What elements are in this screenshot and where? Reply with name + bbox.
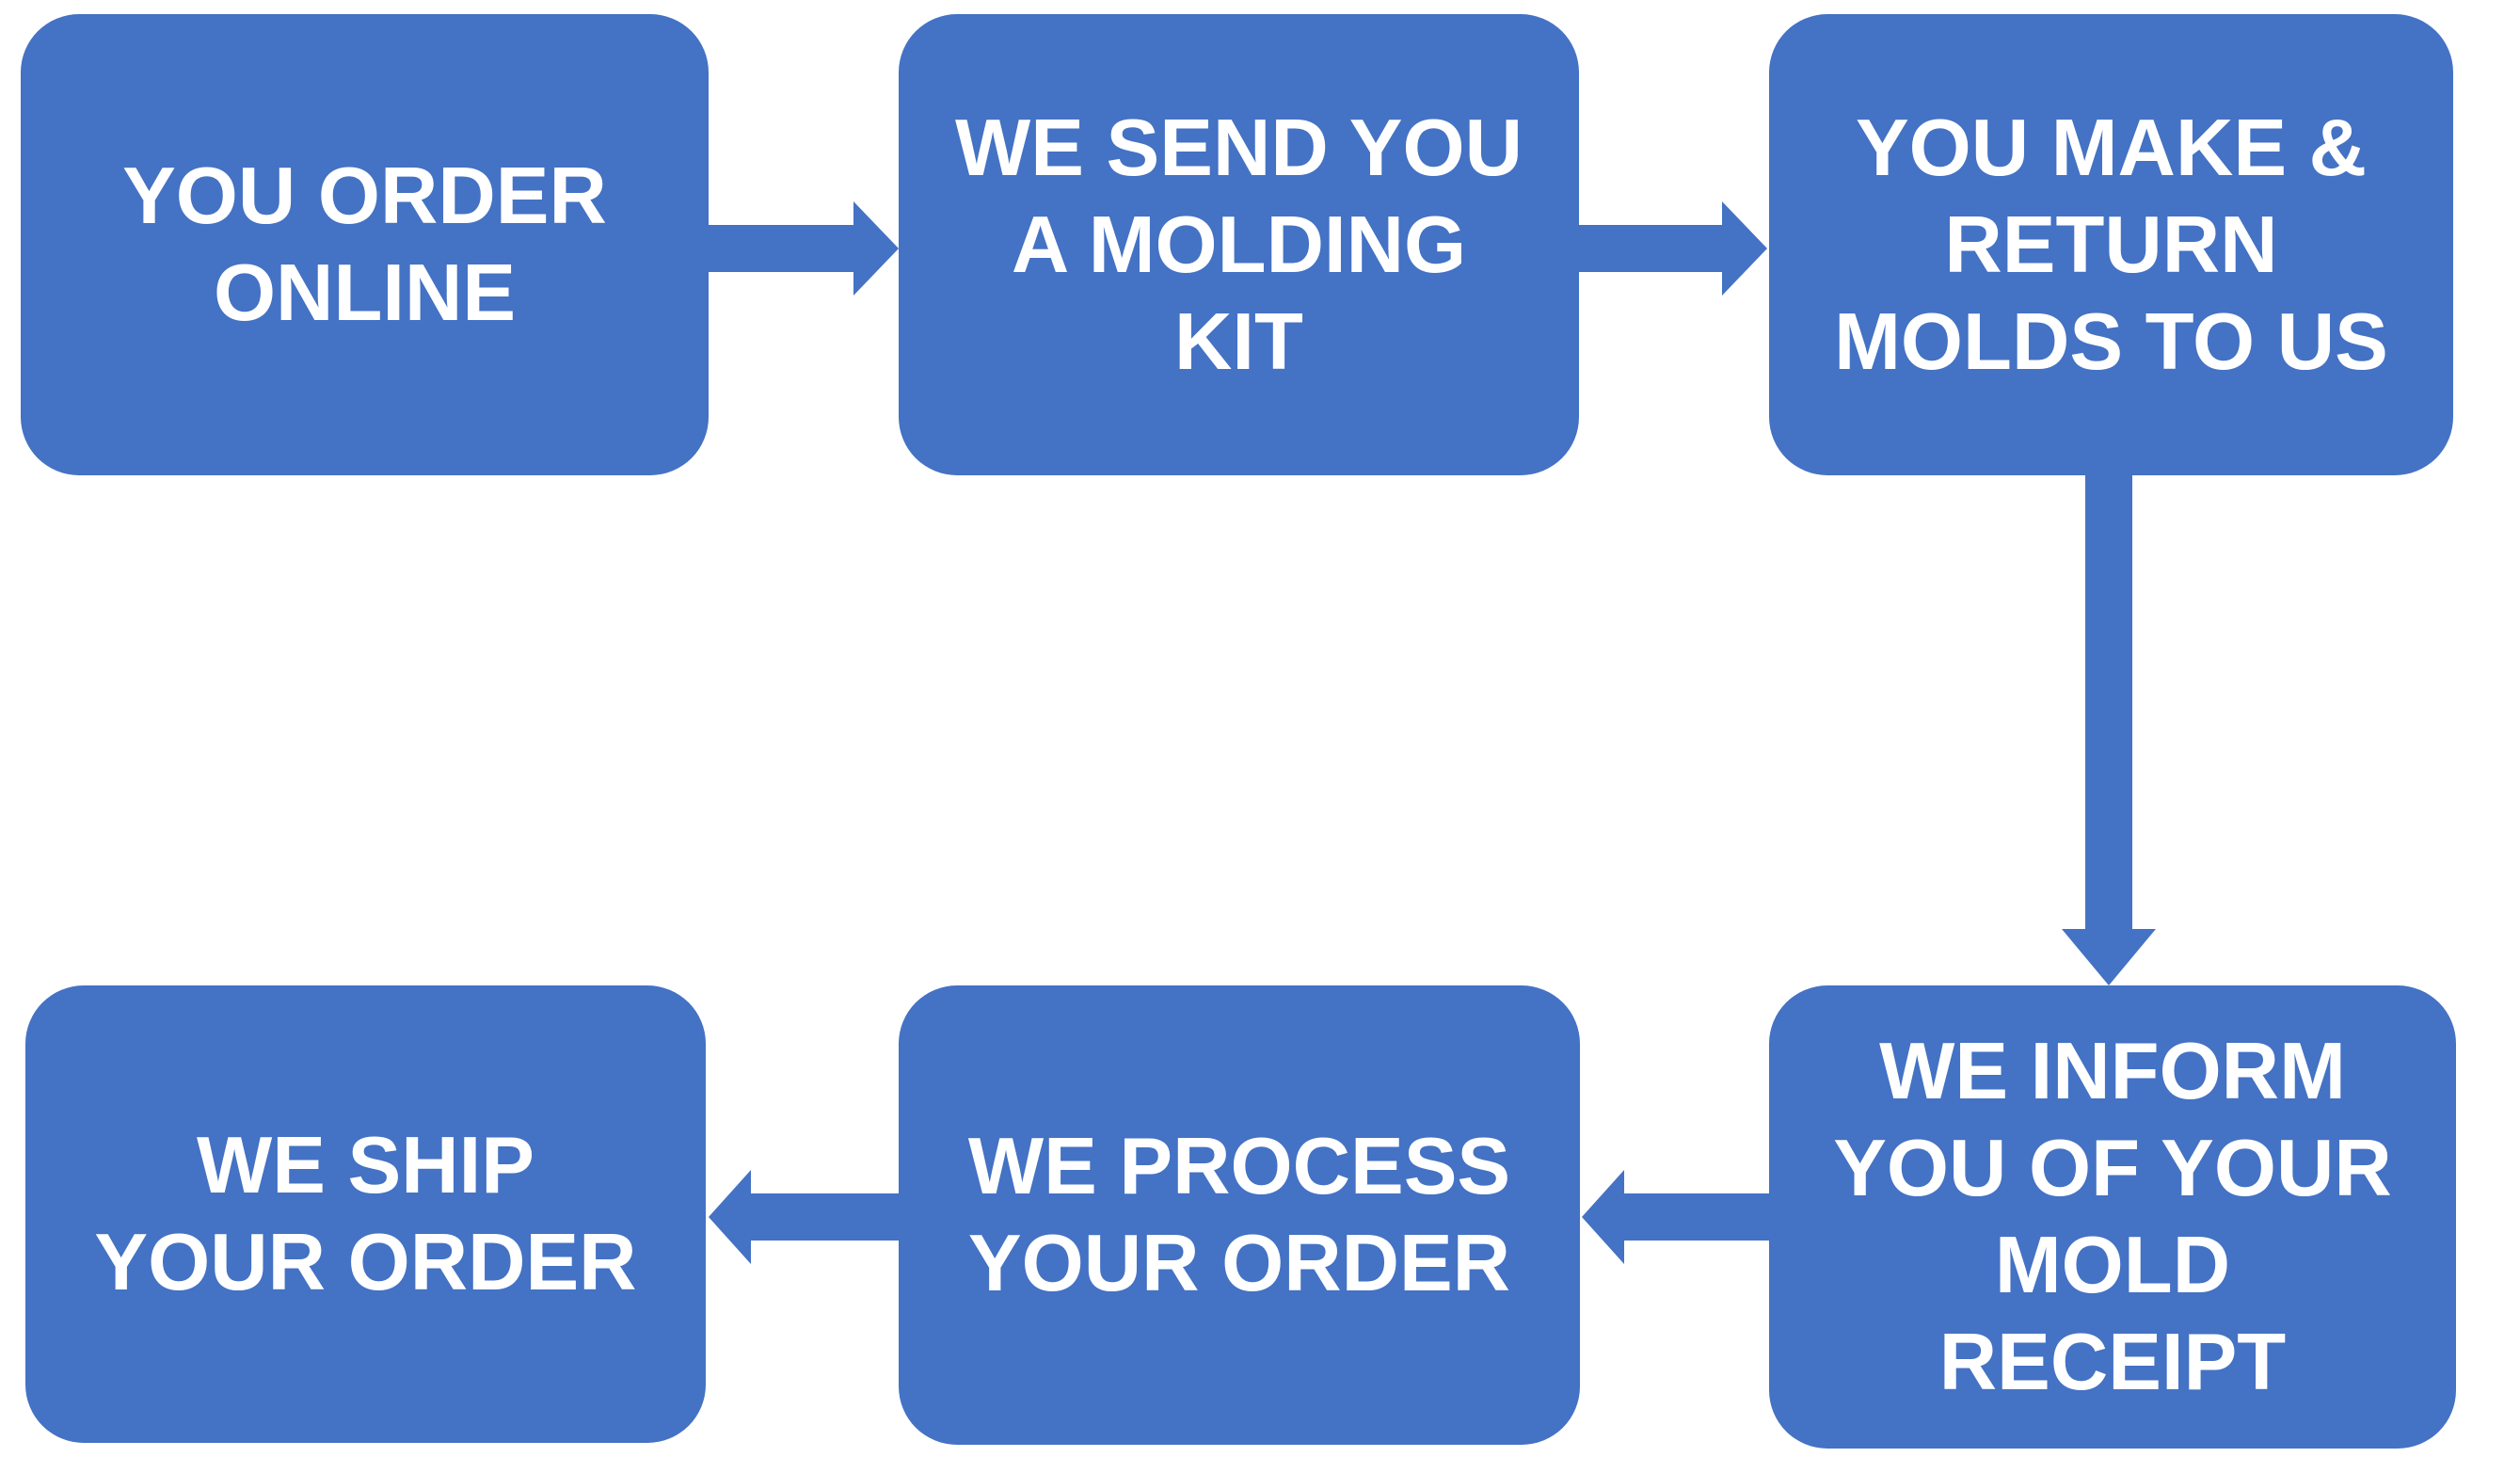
node-we-send-molding-kit: WE SEND YOU A MOLDING KIT (899, 14, 1579, 475)
node-you-make-return-molds: YOU MAKE & RETURN MOLDS TO US (1769, 14, 2453, 475)
arrow-molds-to-receipt (2062, 475, 2156, 985)
arrow-kit-to-molds (1579, 201, 1767, 296)
arrow-receipt-to-process (1582, 1170, 1769, 1264)
node-you-order-online: YOU ORDER ONLINE (21, 14, 709, 475)
arrow-order-to-kit (709, 201, 899, 296)
node-we-inform-mold-receipt: WE INFORM YOU OF YOUR MOLD RECEIPT (1769, 985, 2456, 1449)
arrow-process-to-ship (709, 1170, 899, 1264)
node-we-ship-order: WE SHIP YOUR ORDER (25, 985, 706, 1443)
node-we-process-order: WE PROCESS YOUR ORDER (899, 985, 1580, 1445)
